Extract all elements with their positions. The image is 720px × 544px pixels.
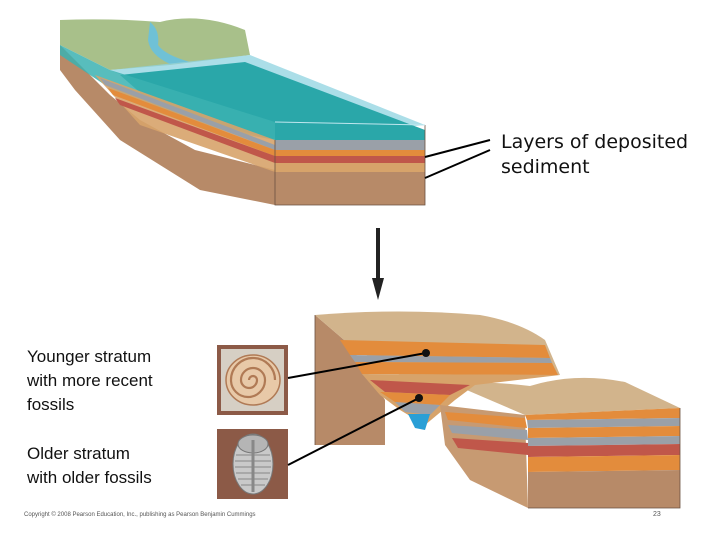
label-line: sediment xyxy=(501,156,590,178)
bottom-front-gray-1 xyxy=(527,418,680,428)
bottom-slope-orange xyxy=(445,412,527,428)
bottom-slope-red xyxy=(452,438,528,455)
top-slope-gray xyxy=(100,78,275,150)
bottom-strata-block xyxy=(314,311,681,509)
top-layer-base xyxy=(275,172,425,205)
top-layer-red xyxy=(275,156,425,163)
label-younger-stratum: Younger stratum with more recent fossils xyxy=(27,345,202,417)
label-line: Older stratum xyxy=(27,444,130,463)
label-deposited-sediment: Layers of deposited sediment xyxy=(501,130,720,180)
pointer-line-older xyxy=(287,397,420,466)
slide-number: 23 xyxy=(653,511,661,518)
bottom-valley-river xyxy=(408,414,430,430)
bottom-front-base xyxy=(528,470,680,508)
label-line: with older fossils xyxy=(27,468,152,487)
top-layer-gray xyxy=(275,140,425,150)
top-block-water xyxy=(120,62,425,140)
top-block-outline xyxy=(274,125,426,206)
bottom-back-orange-2 xyxy=(355,362,558,375)
top-slope-red xyxy=(115,98,275,163)
down-arrow-icon xyxy=(372,228,384,300)
bottom-valley-red xyxy=(370,380,470,395)
top-block-river xyxy=(148,22,190,64)
bottom-block-top-front xyxy=(455,377,680,415)
top-block-left-face xyxy=(60,20,275,205)
top-layer-tan xyxy=(275,163,425,172)
label-line: fossils xyxy=(27,395,75,414)
bottom-front-gray-2 xyxy=(528,436,680,446)
pointer-line-upper xyxy=(424,139,491,158)
bottom-front-red xyxy=(528,444,680,457)
pointer-dot-older xyxy=(415,394,423,402)
label-line: Younger stratum xyxy=(27,347,152,366)
label-older-stratum: Older stratum with older fossils xyxy=(27,442,202,490)
copyright-notice: Copyright © 2008 Pearson Education, Inc.… xyxy=(24,512,256,518)
top-slope-orange xyxy=(108,88,275,156)
bottom-front-orange-2 xyxy=(528,426,680,438)
pointer-line-younger xyxy=(287,352,427,379)
bottom-back-orange-1 xyxy=(340,340,550,358)
top-layer-orange xyxy=(275,150,425,156)
trilobite-icon xyxy=(217,429,288,499)
top-block-water-slope xyxy=(60,45,275,140)
bottom-front-orange-1 xyxy=(525,408,680,420)
bottom-slope-gray xyxy=(448,425,528,440)
top-sediment-block xyxy=(60,18,426,206)
pointer-line-lower xyxy=(424,149,491,179)
bottom-front-orange-3 xyxy=(528,455,680,472)
label-line: Layers of deposited xyxy=(501,131,689,153)
bottom-valley-orange xyxy=(380,392,450,405)
pointer-dot-younger xyxy=(422,349,430,357)
bottom-block-left-face xyxy=(315,315,385,445)
ammonite-shell-icon xyxy=(217,345,288,415)
top-block-water-edge xyxy=(274,121,426,126)
label-line: with more recent xyxy=(27,371,153,390)
bottom-block-outline xyxy=(314,315,681,509)
